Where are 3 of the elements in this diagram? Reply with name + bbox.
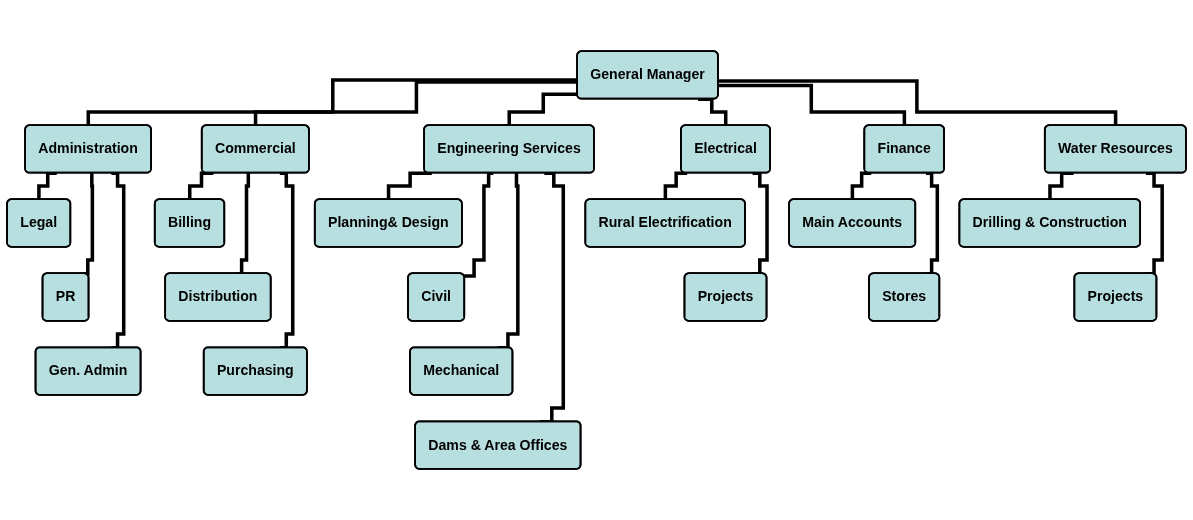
connector: [83, 171, 95, 276]
connector: [464, 171, 494, 278]
connector: [1145, 171, 1164, 276]
